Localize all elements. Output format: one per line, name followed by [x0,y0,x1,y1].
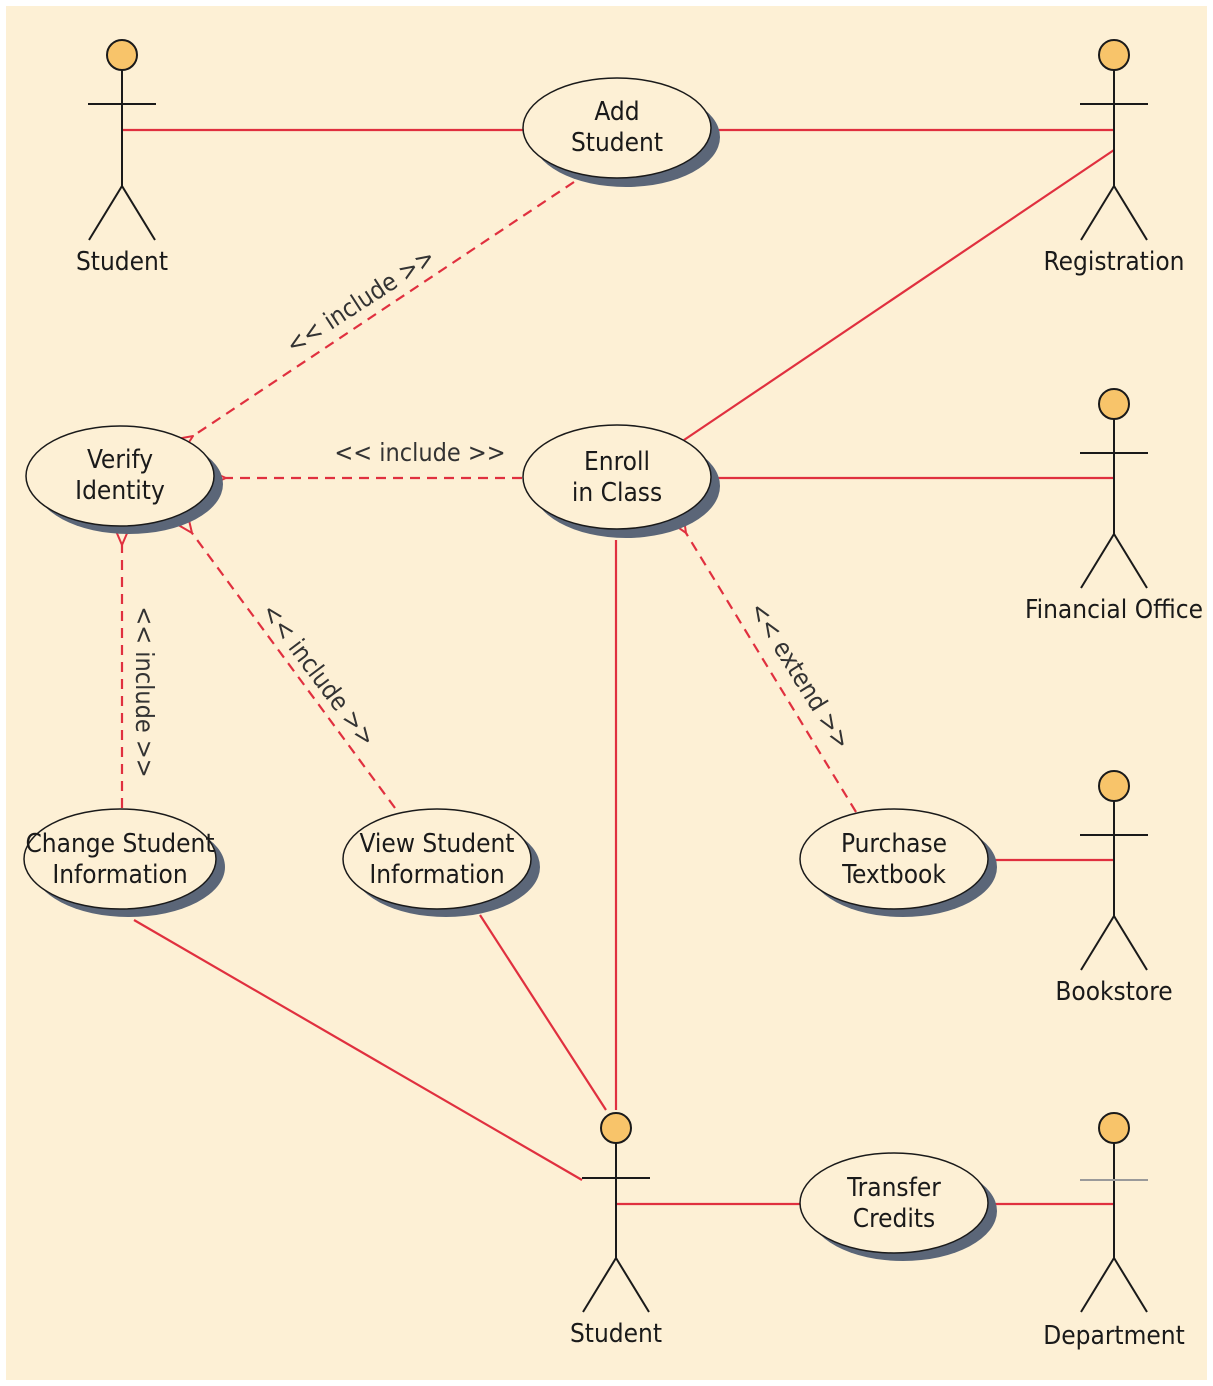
use-case-view-student-information[interactable]: View Student Information [342,808,540,917]
actor-label-student-top: Student [76,247,168,277]
use-case-view-info-line1: View Student [360,829,515,859]
dependencies [122,181,857,813]
actor-label-student-bottom: Student [570,1319,662,1349]
include-arrow-add-student [193,181,575,436]
use-case-enroll-line2: in Class [572,478,662,508]
use-case-transfer-line1: Transfer [846,1173,941,1203]
use-case-purchase-line2: Textbook [841,860,946,890]
use-case-purchase-line1: Purchase [841,829,947,859]
include-arrow-view-info [192,533,396,809]
association-view-info-student-bottom [479,914,607,1111]
actor-head-icon [1098,1112,1130,1144]
actor-student-top[interactable] [88,39,156,241]
association-enroll-registration [683,149,1115,441]
actor-student-bottom[interactable] [582,1112,650,1313]
diagram-background [6,6,1207,1380]
use-case-add-student[interactable]: Add Student [522,77,720,187]
actor-head-icon [1098,39,1130,71]
actor-head-icon [106,39,138,71]
extend-arrow-purchase [686,533,857,813]
use-case-verify-identity-line2: Identity [75,476,165,506]
use-case-view-info-line2: Information [369,860,504,890]
use-case-transfer-line2: Credits [853,1204,935,1234]
actor-head-icon [600,1112,632,1144]
use-case-verify-identity[interactable]: Verify Identity [25,425,223,534]
use-case-change-student-information[interactable]: Change Student Information [23,808,225,917]
actor-label-department: Department [1043,1321,1185,1351]
use-case-change-info-line1: Change Student [25,829,214,859]
actor-label-registration: Registration [1044,247,1185,277]
actor-head-icon [1098,388,1130,420]
use-case-enroll-line1: Enroll [584,447,650,477]
use-case-verify-identity-line1: Verify [87,445,153,475]
actor-financial-office[interactable] [1080,388,1148,589]
use-case-enroll-in-class[interactable]: Enroll in Class [522,424,720,538]
use-case-purchase-textbook[interactable]: Purchase Textbook [799,808,997,917]
actor-label-bookstore: Bookstore [1055,977,1172,1007]
association-change-info-student-bottom [133,919,583,1181]
include-label-enroll: << include >> [334,438,505,467]
use-case-add-student-line2: Student [571,128,663,158]
actor-label-financial-office: Financial Office [1025,595,1203,625]
actor-bookstore[interactable] [1080,770,1148,971]
use-case-add-student-line1: Add [594,97,639,127]
use-case-change-info-line2: Information [52,860,187,890]
actor-head-icon [1098,770,1130,802]
include-label-change-info: << include >> [130,606,159,777]
actor-registration[interactable] [1080,39,1148,241]
use-case-transfer-credits[interactable]: Transfer Credits [799,1152,997,1261]
actor-department[interactable] [1080,1112,1148,1313]
associations [122,128,1115,1206]
